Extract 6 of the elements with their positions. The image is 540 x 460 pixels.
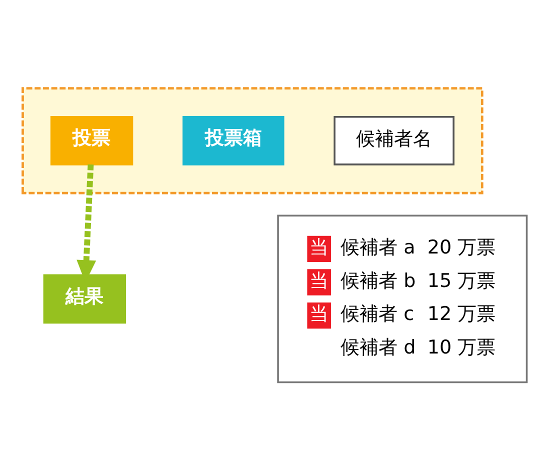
node-box: 候補者名 — [334, 115, 454, 165]
node-box: 投票 — [50, 115, 134, 165]
cluster — [22, 86, 484, 194]
node-box: 当 候補者 a 20 万票 当 候補者 b 15 万票 当 候補者 c 12 万票 候補者 d 10 万票 — [277, 214, 528, 383]
node-box: 結果 — [43, 274, 126, 324]
node-box: 投票箱 — [182, 115, 284, 165]
